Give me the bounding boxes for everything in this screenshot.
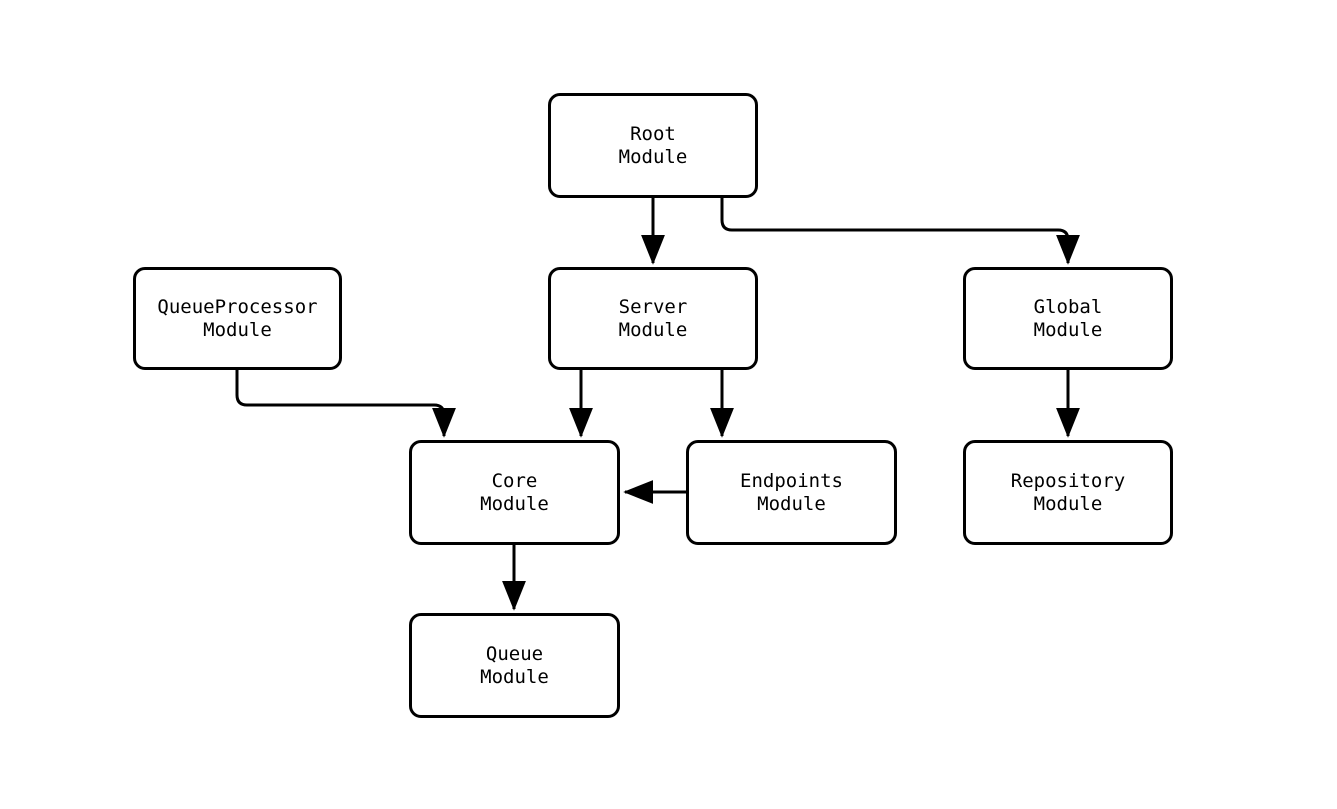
node-core-line2: Module [480,492,549,515]
node-server-line1: Server [618,295,688,318]
node-core[interactable]: Core Module [409,440,620,545]
node-queue-line1: Queue [485,642,544,665]
node-repository-line2: Module [1033,492,1103,515]
node-repository-line1: Repository [1010,469,1126,492]
node-queueprocessor[interactable]: QueueProcessor Module [133,267,342,370]
node-global-line1: Global [1033,295,1103,318]
node-server[interactable]: Server Module [548,267,758,370]
node-core-line1: Core [491,469,538,492]
edge-root-global [720,198,1080,265]
edge-queueprocessor-core [235,370,456,438]
node-queueprocessor-line2: Module [203,318,272,341]
node-endpoints-line2: Module [757,492,826,515]
node-global[interactable]: Global Module [963,267,1173,370]
node-endpoints[interactable]: Endpoints Module [686,440,897,545]
node-root-line2: Module [618,145,688,168]
node-server-line2: Module [618,318,688,341]
node-queue-line2: Module [480,665,549,688]
node-endpoints-line1: Endpoints [740,469,843,492]
node-repository[interactable]: Repository Module [963,440,1173,545]
node-root-line1: Root [630,122,676,145]
node-root[interactable]: Root Module [548,93,758,198]
node-queueprocessor-line1: QueueProcessor [157,295,318,318]
node-global-line2: Module [1033,318,1103,341]
node-queue[interactable]: Queue Module [409,613,620,718]
